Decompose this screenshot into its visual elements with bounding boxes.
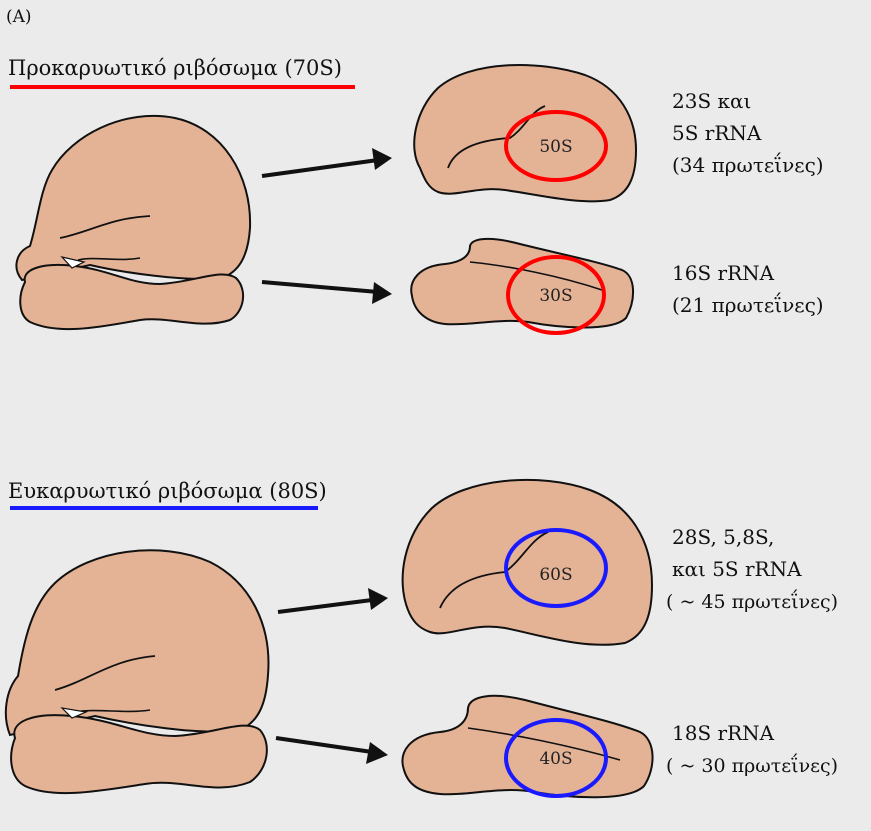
40s-shape <box>401 694 654 799</box>
large-subunit-shape <box>15 114 252 282</box>
60s-desc-line-1: 28S, 5,8S, <box>672 525 774 549</box>
arrow-to-50s <box>261 158 379 178</box>
arrow-to-60s <box>277 598 373 614</box>
large-subunit-groove <box>59 215 151 239</box>
prokaryote-title: Προκαρυωτικό ριβόσωμα (70S) <box>8 56 342 80</box>
40s-desc-line-1: 18S rRNA <box>672 721 775 745</box>
40s-label: 40S <box>539 749 572 769</box>
60s-label: 60S <box>539 565 572 585</box>
prokaryote-70s-ribosome <box>15 114 252 331</box>
arrowhead-50s <box>372 148 392 170</box>
eukaryote-40s-subunit: 40S <box>401 694 654 799</box>
30s-highlight-circle <box>506 255 606 335</box>
large-subunit-groove <box>54 655 156 691</box>
cleft-line <box>77 257 141 261</box>
eukaryote-80s-ribosome <box>4 549 270 795</box>
50s-highlight-circle <box>504 110 608 182</box>
prokaryote-50s-subunit: 50S <box>413 64 638 203</box>
subunit-gap <box>60 255 86 269</box>
panel-label: (A) <box>6 7 32 27</box>
50s-desc-line-1: 23S και <box>672 89 751 113</box>
60s-shape <box>401 478 654 646</box>
arrowhead-40s <box>366 742 388 764</box>
eukaryote-title: Ευκαρυωτικό ριβόσωμα (80S) <box>8 479 327 503</box>
eukaryote-section: Ευκαρυωτικό ριβόσωμα (80S) 60S 40S <box>4 478 838 799</box>
60s-desc-line-3: ( ~ 45 πρωτεΐνες) <box>666 588 838 613</box>
arrowhead-60s <box>368 588 388 610</box>
30s-desc-line-2: (21 πρωτεΐνες) <box>672 291 824 317</box>
50s-shape <box>413 64 638 203</box>
subunit-gap <box>60 707 89 719</box>
small-subunit-shape <box>10 714 268 795</box>
60s-highlight-circle <box>504 528 608 608</box>
60s-desc-line-2: και 5S rRNA <box>672 557 802 581</box>
prokaryote-30s-subunit: 30S <box>410 238 634 335</box>
arrow-to-40s <box>275 736 373 754</box>
30s-groove <box>469 261 603 291</box>
small-subunit-shape <box>19 264 245 331</box>
50s-label: 50S <box>539 137 572 157</box>
40s-highlight-circle <box>504 718 608 798</box>
eukaryote-60s-subunit: 60S <box>401 478 654 646</box>
40s-desc-line-2: ( ~ 30 πρωτεΐνες) <box>666 752 838 777</box>
prokaryote-section: Προκαρυωτικό ριβόσωμα (70S) 50S 30S <box>8 56 824 335</box>
30s-label: 30S <box>539 286 572 306</box>
arrow-to-30s <box>261 280 379 294</box>
large-subunit-shape <box>4 549 270 737</box>
40s-groove <box>467 727 621 761</box>
50s-desc-line-2: 5S rRNA <box>672 121 762 145</box>
50s-desc-line-3: (34 πρωτεΐνες) <box>672 151 824 177</box>
30s-desc-line-1: 16S rRNA <box>672 261 775 285</box>
arrowhead-30s <box>372 282 392 304</box>
